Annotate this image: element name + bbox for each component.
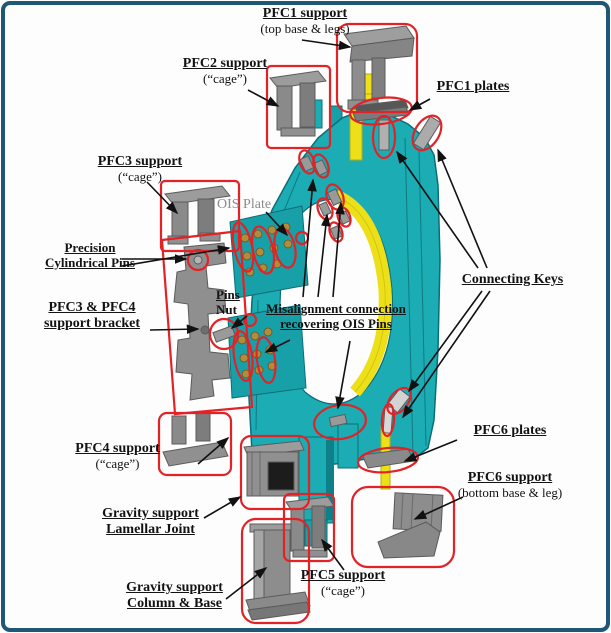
pfc34-bracket-part <box>173 242 231 401</box>
pfc5-support-outline <box>282 492 336 563</box>
leader-arrows <box>121 39 491 600</box>
top-pin-outline <box>371 114 397 160</box>
label-gravity-column: Gravity support Column & Base <box>112 580 237 611</box>
gravity-lamellar-part <box>243 440 305 497</box>
pfc1-plates-title: PFC1 plates <box>436 79 510 94</box>
pfc1-support-outline <box>335 22 419 114</box>
pins-nut-circle <box>208 317 240 351</box>
misalignment-line2: recovering OIS Pins <box>280 315 392 331</box>
pfc5-support-title: PFC5 support <box>300 568 386 583</box>
label-pins-nut: Pins Nut <box>216 287 261 317</box>
gravity-lamellar-line1: Gravity support <box>102 506 199 521</box>
pfc1-support-subtitle: (top base & legs) <box>260 20 350 36</box>
pfc2-support-subtitle: (“cage”) <box>202 70 247 86</box>
misalignment-line1: Misalignment connection <box>266 301 406 316</box>
connecting-keys-title: Connecting Keys <box>461 272 564 287</box>
pfc4-support-part <box>162 412 229 467</box>
pins-nut-part <box>212 325 236 343</box>
pfc2-support-outline <box>265 64 332 150</box>
label-pfc2-support: PFC2 support (“cage”) <box>160 56 290 86</box>
ois-plate-title: OIS Plate <box>217 197 272 212</box>
pfc6-support-subtitle: (bottom base & leg) <box>457 484 563 500</box>
pfc34-bracket-line2: support bracket <box>43 315 141 331</box>
label-pfc1-plates: PFC1 plates <box>413 79 533 95</box>
precision-pin-circle <box>186 248 210 272</box>
label-pfc6-plates: PFC6 plates <box>450 423 570 439</box>
label-pfc4-support: PFC4 support (“cage”) <box>50 441 185 471</box>
label-connecting-keys: Connecting Keys <box>445 272 580 288</box>
label-pfc1-support: PFC1 support (top base & legs) <box>230 6 380 36</box>
label-pfc6-support: PFC6 support (bottom base & leg) <box>440 470 580 500</box>
pfc34-bracket-line1: PFC3 & PFC4 <box>48 300 136 315</box>
label-pfc34-bracket: PFC3 & PFC4 support bracket <box>27 300 157 331</box>
pfc5-support-subtitle: (“cage”) <box>320 582 365 598</box>
main-ring-structure <box>227 73 441 547</box>
gravity-column-line1: Gravity support <box>126 580 223 595</box>
label-precision-pins: Precision Cylindrical Pins <box>25 240 155 270</box>
red-annotations <box>157 22 456 625</box>
precision-pins-line2: Cylindrical Pins <box>45 254 135 270</box>
key-pin-outline <box>411 114 443 152</box>
pfc1-support-title: PFC1 support <box>262 6 348 21</box>
column-base-outline <box>240 517 311 625</box>
pfc4-support-subtitle: (“cage”) <box>95 455 140 471</box>
gravity-column-line2: Column & Base <box>127 595 222 611</box>
pfc3-support-part <box>164 185 231 245</box>
lamellar-outline <box>239 434 311 511</box>
pfc1-support-part <box>343 25 415 110</box>
pfc6-plates-outline <box>357 446 419 474</box>
pfc4-support-outline <box>157 411 233 477</box>
pfc2-support-title: PFC2 support <box>182 56 268 71</box>
gravity-lamellar-line2: Lamellar Joint <box>106 521 195 537</box>
pfc1-plates-part <box>352 99 442 151</box>
label-gravity-lamellar: Gravity support Lamellar Joint <box>88 506 213 537</box>
pfc6-support-title: PFC6 support <box>467 470 553 485</box>
precision-pins-line1: Precision <box>64 240 116 255</box>
label-pfc5-support: PFC5 support (“cage”) <box>293 568 393 598</box>
pfc6-support-part <box>377 492 444 559</box>
pfc3-support-title: PFC3 support <box>97 154 183 169</box>
pfc3-support-subtitle: (“cage”) <box>117 168 162 184</box>
pfc2-support-part <box>269 70 327 137</box>
pfc6-plates-title: PFC6 plates <box>473 423 547 438</box>
label-misalignment: Misalignment connection recovering OIS P… <box>256 301 416 331</box>
pins-nut-line2: Nut <box>216 301 237 317</box>
pins-nut-line1: Pins <box>216 287 240 302</box>
pfc4-support-title: PFC4 support <box>75 441 160 456</box>
pfc6-support-outline <box>350 485 456 569</box>
label-ois-plate: OIS Plate <box>217 197 271 213</box>
label-pfc3-support: PFC3 support (“cage”) <box>75 154 205 184</box>
bracket-outline <box>160 229 254 416</box>
